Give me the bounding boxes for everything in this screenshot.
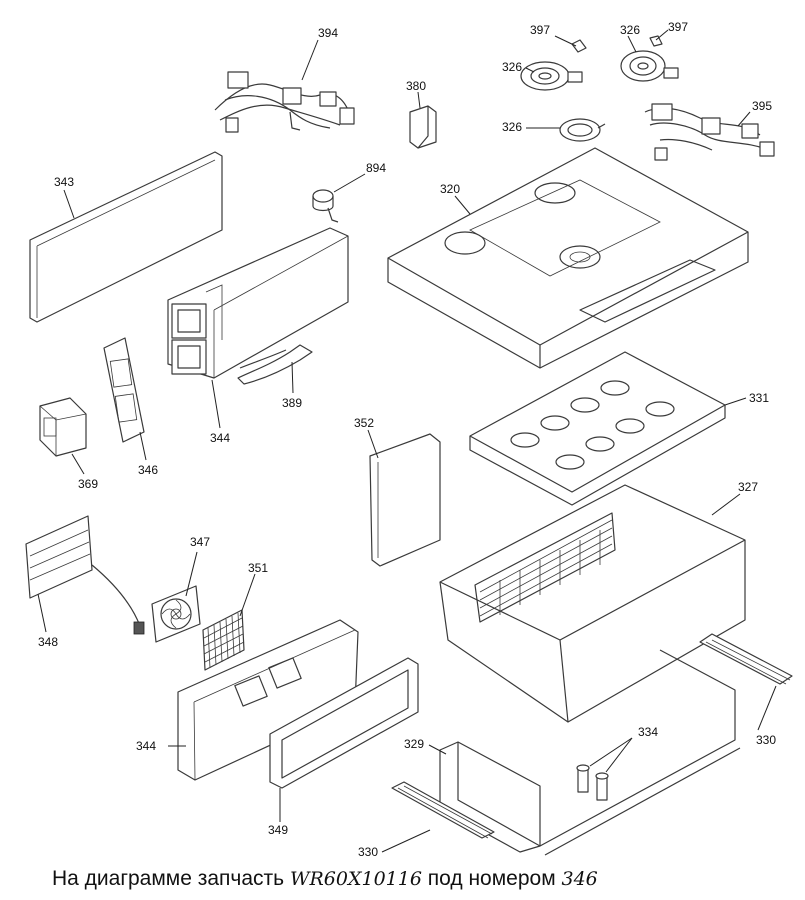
part-349-frame [269,657,419,789]
part-330-slide-rail-left [391,781,495,839]
callout-389: 389 [282,396,302,410]
part-380-cover [409,105,437,149]
part-348-evaporator [25,515,145,635]
caption-callout-number: 346 [561,868,598,890]
part-331-ice-tray [469,351,726,506]
callout-326-lower: 326 [502,120,522,134]
part-394-wiring-harness [214,71,355,133]
callout-369: 369 [78,477,98,491]
callout-352: 352 [354,416,374,430]
callout-395: 395 [752,99,772,113]
callout-397-right: 397 [668,20,688,34]
callout-329: 329 [404,737,424,751]
callout-894: 894 [366,161,386,175]
part-395-wiring-harness [644,103,775,161]
callout-326-top: 326 [620,23,640,37]
callout-327: 327 [738,480,758,494]
leader-lines [37,29,777,853]
callout-331: 331 [749,391,769,405]
callout-326-left: 326 [502,60,522,74]
callout-348: 348 [38,635,58,649]
part-894-sensor [312,189,339,223]
part-343-panel [29,151,223,323]
callout-347: 347 [190,535,210,549]
callout-330-left: 330 [358,845,378,859]
callout-labels: 394 397 326 397 326 380 326 395 343 894 … [38,20,776,859]
part-346-bezel [103,337,145,443]
part-334-pins [576,764,609,801]
callout-343: 343 [54,175,74,189]
part-369-housing [39,397,87,457]
callout-344-upper: 344 [210,431,230,445]
caption-prefix: На диаграмме запчасть [52,867,285,890]
callout-397-left: 397 [530,23,550,37]
callout-334: 334 [638,725,658,739]
part-351-grille-mesh [202,609,245,671]
part-327-pan [439,484,746,723]
part-389-heater [237,344,313,385]
caption-middle: под номером [427,867,556,890]
callout-349: 349 [268,823,288,837]
part-320-top-cover [387,147,749,369]
callout-344-lower: 344 [136,739,156,753]
part-330-slide-rail-right [699,633,793,685]
callout-320: 320 [440,182,460,196]
callout-380: 380 [406,79,426,93]
part-326-lamp-sockets [520,35,679,142]
part-347-fan [151,585,201,643]
callout-330-right: 330 [756,733,776,747]
callout-351: 351 [248,561,268,575]
part-352-plate [369,433,441,567]
callout-394: 394 [318,26,338,40]
caption: На диаграмме запчасть WR60X10116 под ном… [52,866,598,892]
exploded-parts-diagram: 394 397 326 397 326 380 326 395 343 894 … [25,20,793,859]
callout-346: 346 [138,463,158,477]
part-344-duct-housing-upper [167,227,349,379]
caption-part-number: WR60X10116 [289,868,422,890]
